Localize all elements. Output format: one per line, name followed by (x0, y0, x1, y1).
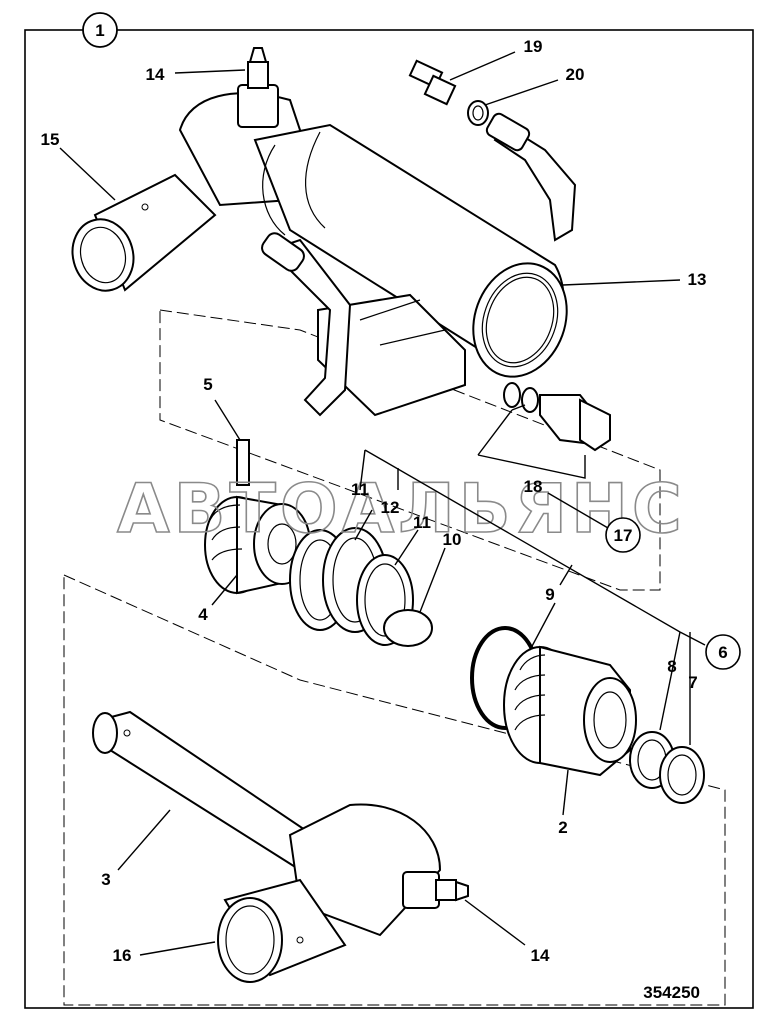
callout-4: 4 (198, 605, 208, 624)
callout-11-b: 11 (413, 513, 431, 532)
callout-16: 16 (113, 946, 132, 965)
callout-13: 13 (688, 270, 707, 289)
callout-14-top: 14 (146, 65, 165, 84)
check-valve (477, 382, 611, 479)
drawing-number: 354250 (643, 983, 700, 1002)
wiper-rings (629, 731, 705, 804)
callout-3: 3 (101, 870, 110, 889)
callout-6-badge: 6 (705, 634, 741, 670)
callout-20: 20 (566, 65, 585, 84)
figure-number-badge: 1 (82, 12, 118, 48)
piston (204, 439, 311, 595)
callout-7: 7 (688, 673, 697, 692)
callout-2: 2 (558, 818, 567, 837)
callout-10: 10 (443, 530, 462, 549)
callout-19: 19 (524, 37, 543, 56)
callout-5: 5 (203, 375, 212, 394)
figure-number: 1 (95, 21, 104, 40)
callout-6: 6 (718, 643, 727, 662)
callout-17-badge: 17 (605, 517, 641, 553)
callout-9: 9 (545, 585, 554, 604)
cylinder-barrel (71, 47, 577, 417)
piston-rod (92, 710, 469, 983)
callout-14-bottom: 14 (531, 946, 550, 965)
callout-12: 12 (381, 498, 400, 517)
callout-15: 15 (41, 130, 60, 149)
watermark-text: АВТОАЛЬЯНС (117, 470, 686, 549)
piston-seals (289, 527, 433, 647)
callout-8: 8 (667, 657, 676, 676)
seal-kit-dashed-box-lower (63, 574, 726, 1006)
leader-lines (59, 51, 706, 956)
callout-18: 18 (524, 477, 543, 496)
callout-labels: 14 19 20 15 13 5 11 12 11 10 18 17 4 9 6… (41, 37, 741, 965)
diagram-frame (24, 29, 754, 1009)
gland-nut (503, 645, 637, 777)
callout-11-a: 11 (351, 480, 369, 499)
callout-17: 17 (614, 526, 633, 545)
seal-kit-dashed-box-upper (159, 309, 661, 591)
